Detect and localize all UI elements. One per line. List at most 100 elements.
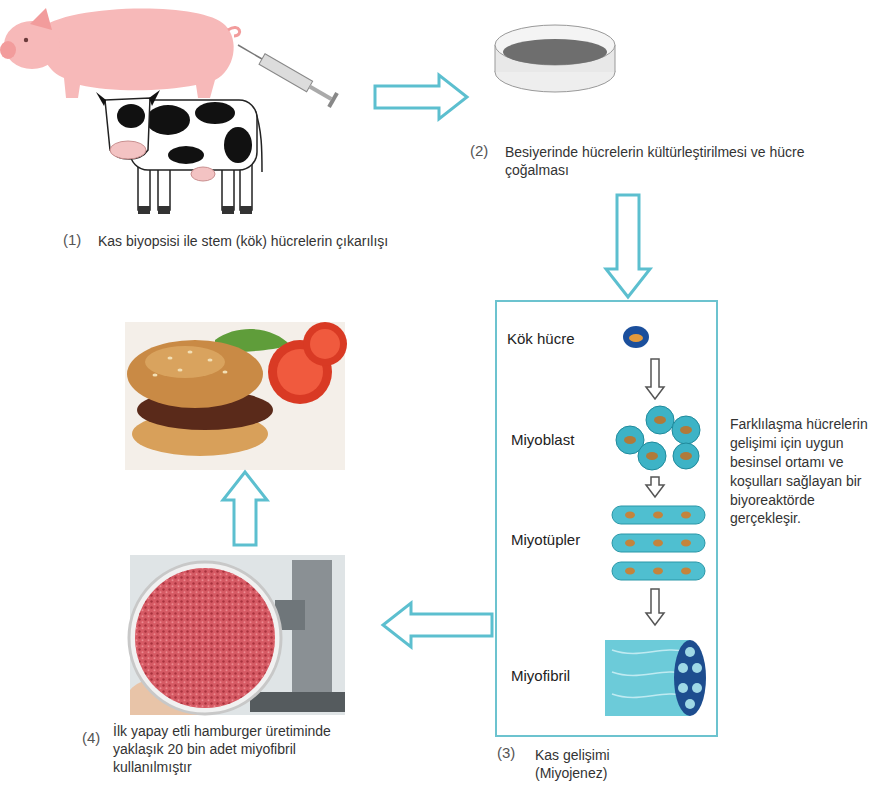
cultured-meat-photo — [292, 560, 332, 710]
myotube-icon — [625, 512, 635, 519]
myotube-icon — [653, 540, 663, 547]
myofibril-icon — [678, 663, 688, 673]
hamburger-photo — [178, 369, 183, 372]
hamburger-photo — [168, 357, 173, 360]
myotube-icon — [681, 512, 691, 519]
cow-figure — [168, 146, 204, 164]
myoblast-icon — [680, 426, 692, 434]
stage-panel: (1)Kas biyopsisi ile stem (kök) hücreler… — [0, 0, 372, 258]
petri-dish-figure — [495, 25, 615, 65]
hamburger-photo — [145, 346, 225, 378]
step-caption: İlk yapay etli hamburger üretiminde yakl… — [113, 722, 378, 777]
myofibril-icon — [605, 640, 706, 716]
myotube-icon — [653, 512, 663, 519]
pig-figure — [40, 9, 234, 98]
block-arrow — [606, 195, 650, 297]
cultured-meat-photo — [135, 568, 275, 708]
myotube-icon — [612, 562, 705, 580]
cell-stage-label: Miyotüpler — [511, 530, 580, 550]
cell-stage: Miyoblast — [503, 402, 711, 474]
hamburger-photo — [153, 374, 158, 377]
myoblast-icon — [672, 416, 700, 444]
stage-panel: (4) İlk yapay etli hamburger üretiminde y… — [75, 550, 380, 788]
cow-figure — [191, 167, 215, 181]
myotube-icon — [653, 568, 663, 575]
cell-stage: Kök hücre — [503, 320, 711, 356]
cow-figure — [96, 92, 106, 106]
petri-dish-figure — [495, 25, 615, 92]
syringe-figure — [327, 92, 338, 108]
myoblast-icon — [654, 416, 666, 424]
cultured-meat-photo — [129, 555, 345, 715]
cultured-meat-photo — [250, 692, 345, 712]
cow-figure — [110, 141, 146, 159]
myofibril-icon — [685, 699, 695, 709]
cell-stage-label: Kök hücre — [507, 329, 575, 349]
myoblast-icon — [646, 452, 658, 460]
syringe-figure — [259, 54, 313, 92]
myotube-icon — [625, 540, 635, 547]
pig-figure — [30, 8, 52, 30]
block-arrow — [383, 603, 492, 647]
syringe-figure — [238, 45, 339, 108]
myoblast-icon — [616, 406, 700, 470]
petri-dish-figure — [503, 39, 607, 65]
step-number: (4) — [82, 728, 100, 748]
myoblast-icon — [673, 443, 699, 469]
cultured-meat-photo — [130, 555, 345, 715]
myoblast-icon — [624, 436, 636, 444]
stem-cell-icon — [623, 326, 649, 348]
myotube-icon — [681, 568, 691, 575]
small-arrow — [646, 359, 664, 399]
cow-figure — [105, 98, 150, 159]
step-caption: Kas biyopsisi ile stem (kök) hücrelerin … — [98, 232, 388, 250]
block-arrow — [375, 75, 467, 119]
cow-figure — [222, 206, 234, 214]
stage-panel: (2)Besiyerinde hücrelerin kültürleştiril… — [470, 10, 840, 192]
step-number: (3) — [497, 743, 515, 763]
cow-figure — [149, 90, 160, 106]
step-caption: Kas gelişimi (Miyojenez) — [535, 746, 647, 782]
pig-figure — [0, 41, 16, 59]
myofibril-icon — [678, 683, 688, 693]
cultured-meat-photo — [129, 562, 281, 714]
cell-stage: Miyofibril — [503, 628, 711, 722]
cow-figure — [146, 105, 190, 135]
stem-cell-icon — [629, 334, 643, 342]
hamburger-photo — [125, 322, 347, 470]
myofibril-icon — [612, 650, 688, 654]
pig-figure — [228, 28, 240, 36]
cow-figure — [195, 102, 235, 124]
bioreactor-box: (3)Kas gelişimi (Miyojenez)Kök hücreMiyo… — [495, 300, 718, 737]
syringe-figure — [258, 52, 339, 108]
syringe-figure — [309, 85, 333, 101]
hamburger-photo — [223, 371, 228, 374]
petri-dish-figure — [615, 45, 616, 72]
myotube-icon — [612, 506, 705, 580]
myotube-icon — [625, 568, 635, 575]
myotube-icon — [612, 506, 705, 524]
hamburger-photo — [310, 329, 340, 359]
hamburger-photo — [125, 322, 345, 470]
myofibril-icon — [685, 647, 695, 657]
cow-figure — [117, 104, 145, 128]
step-number: (2) — [470, 141, 488, 161]
cell-stage: Miyotüpler — [503, 500, 711, 586]
block-arrow — [223, 472, 267, 545]
cow-figure — [138, 206, 150, 214]
hamburger-photo — [127, 340, 263, 408]
cow-figure — [158, 206, 170, 214]
pig-figure — [24, 38, 28, 42]
hamburger-photo — [303, 322, 347, 366]
myoblast-icon — [680, 452, 692, 460]
myotube-icon — [681, 540, 691, 547]
myoblast-icon — [638, 442, 666, 470]
myofibril-icon — [674, 640, 706, 716]
myotube-icon — [612, 534, 705, 552]
cultured-meat-photo — [135, 568, 275, 708]
petri-dish-figure — [495, 45, 496, 72]
cow-figure — [224, 127, 252, 163]
small-arrow — [646, 589, 664, 625]
